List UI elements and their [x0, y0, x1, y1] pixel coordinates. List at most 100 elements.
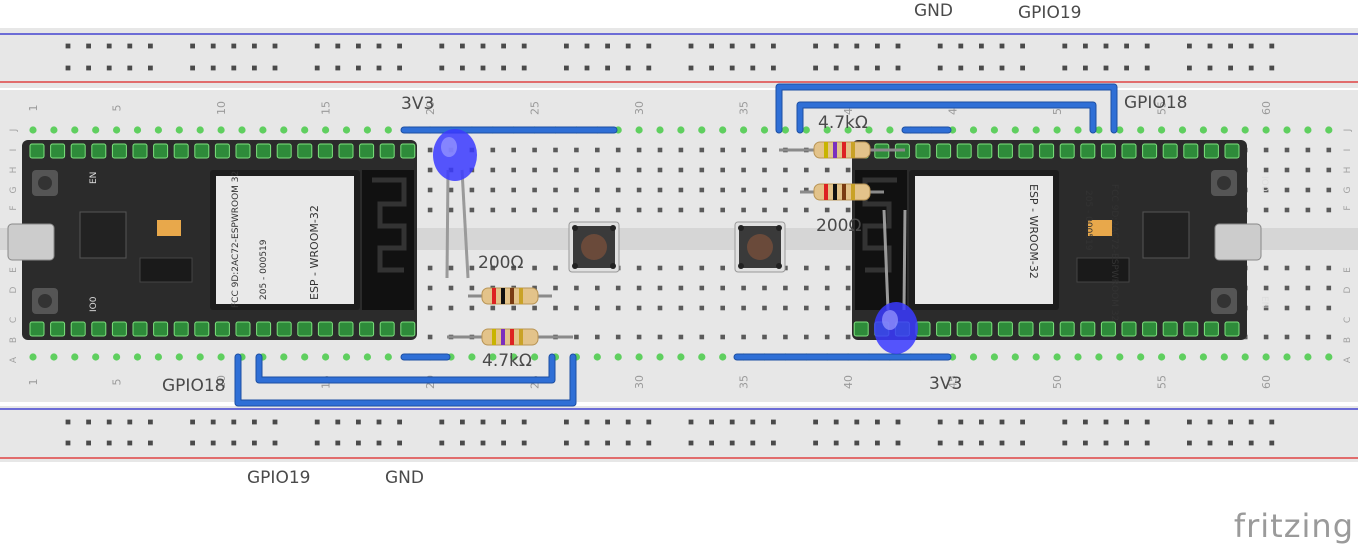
esp32-pin: [338, 143, 354, 159]
rail-hole: [314, 43, 320, 49]
rail-hole: [729, 440, 735, 446]
push-button-right-pin: [776, 263, 782, 269]
rail-hole: [148, 65, 153, 71]
breadboard-hole: [448, 207, 454, 213]
rail-hole: [252, 440, 257, 446]
breadboard-hole: [615, 167, 621, 173]
esp32-pin: [132, 321, 148, 337]
esp32-pin: [956, 321, 972, 337]
breadboard-hole: [532, 187, 537, 193]
breadboard-hole: [678, 147, 684, 153]
breadboard-hole: [532, 147, 537, 153]
connected-hole: [342, 353, 351, 361]
breadboard-hole: [553, 305, 558, 311]
rail-hole: [729, 65, 735, 71]
rail-hole: [439, 43, 445, 49]
rail-hole: [1269, 43, 1275, 49]
rail-hole: [127, 65, 133, 71]
connected-hole: [1241, 126, 1249, 134]
rail-hole: [813, 419, 818, 425]
label-gpio18-top: GPIO18: [1124, 93, 1188, 113]
breadboard-hole: [845, 305, 851, 311]
regulator: [139, 257, 193, 283]
label-gpio19-top: GPIO19: [1018, 3, 1082, 23]
connected-hole: [1262, 126, 1270, 134]
esp32-pin: [997, 321, 1013, 337]
breadboard-hole: [553, 167, 558, 173]
resistor-47k-right-band: [824, 142, 828, 158]
breadboard-hole: [720, 334, 725, 340]
rail-hole: [605, 43, 610, 49]
breadboard-hole: [427, 147, 433, 153]
breadboard-hole: [595, 187, 600, 193]
rail-hole: [356, 43, 361, 49]
breadboard-hole: [699, 147, 705, 153]
breadboard-hole: [574, 167, 579, 173]
rail-hole: [252, 43, 257, 49]
rail-hole: [335, 65, 341, 71]
rail-hole: [625, 419, 631, 425]
breadboard-hole: [469, 305, 475, 311]
breadboard-hole: [427, 207, 433, 213]
resistor-200-right-band: [824, 184, 828, 200]
rail-hole: [854, 440, 860, 446]
led-right-leg: [882, 209, 890, 311]
rail-hole: [937, 65, 943, 71]
connected-hole: [1304, 353, 1312, 361]
rail-hole: [521, 65, 527, 71]
rail-hole: [439, 440, 445, 446]
esp32-pin: [235, 321, 251, 337]
rail-hole: [356, 65, 361, 71]
breadboard-hole: [615, 305, 621, 311]
rail-hole: [1207, 65, 1213, 71]
connected-hole: [217, 353, 225, 361]
rail-hole: [1248, 440, 1254, 446]
breadboard-hole: [824, 167, 830, 173]
rail-hole: [65, 43, 71, 49]
row-letter-right: F: [1343, 205, 1353, 210]
rail-hole: [397, 419, 402, 425]
chip-marking-cert: 205 - 000519: [259, 239, 269, 300]
breadboard-hole: [490, 305, 496, 311]
push-button-right-pin: [738, 263, 744, 269]
esp32-pin: [1142, 143, 1158, 159]
push-button-left-pin: [572, 263, 578, 269]
rail-hole: [439, 419, 445, 425]
esp32-pin: [359, 321, 375, 337]
connected-hole: [1220, 126, 1228, 134]
row-letter-left: J: [9, 129, 19, 133]
button-en-cap: [1217, 176, 1231, 190]
rail-hole: [999, 440, 1005, 446]
esp32-pin: [1059, 143, 1075, 159]
rail-hole: [625, 440, 631, 446]
rail-hole: [190, 440, 195, 446]
breadboard-hole: [657, 334, 663, 340]
breadboard-hole: [595, 207, 600, 213]
rail-hole: [1144, 65, 1150, 71]
breadboard-hole: [595, 305, 600, 311]
rail-hole: [1124, 43, 1129, 49]
rail-hole: [148, 440, 153, 446]
wroom-shield: [915, 176, 1053, 304]
rail-hole: [521, 43, 527, 49]
breadboard-hole: [427, 167, 433, 173]
column-number-bottom: 60: [1260, 375, 1273, 389]
breadboard-hole: [762, 305, 767, 311]
rail-hole: [750, 65, 756, 71]
resistor-200-left-band: [519, 288, 523, 304]
rail-hole: [210, 43, 216, 49]
breadboard-hole: [427, 334, 433, 340]
pin-label-en-right: EN: [1259, 296, 1269, 308]
esp32-module: [7, 140, 417, 340]
esp32-pin: [1162, 143, 1178, 159]
breadboard-hole: [657, 305, 663, 311]
connected-hole: [1011, 353, 1019, 361]
rail-hole: [1124, 419, 1129, 425]
rail-hole: [771, 419, 776, 425]
breadboard-hole: [720, 285, 725, 291]
connected-hole: [635, 126, 643, 134]
connected-hole: [1220, 353, 1228, 361]
breadboard-hole: [762, 147, 767, 153]
resistor-47k-right-band: [851, 142, 855, 158]
rail-hole: [376, 65, 382, 71]
